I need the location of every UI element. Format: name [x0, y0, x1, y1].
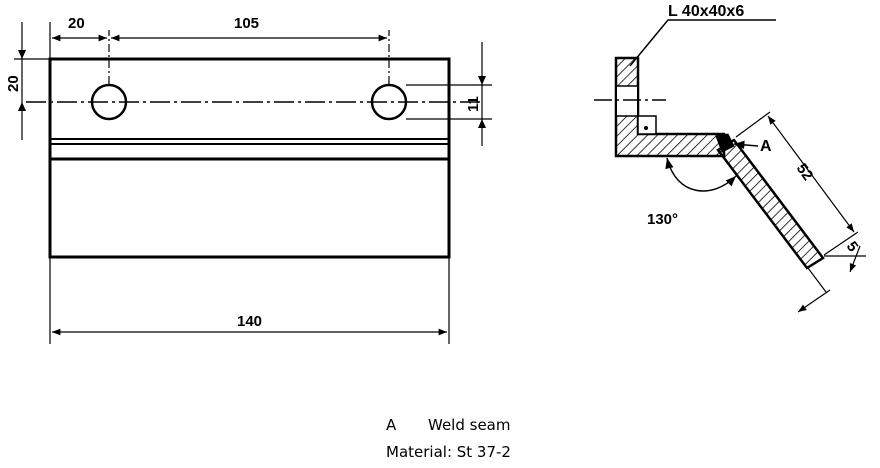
- dim-plate-length: 52: [793, 160, 817, 183]
- profile-label-leader: [629, 19, 776, 67]
- profile-label: L 40x40x6: [668, 3, 744, 20]
- dim-top-height: 20: [5, 75, 22, 92]
- side-view: [594, 19, 866, 313]
- legend-material-text: Material: St 37-2: [386, 443, 511, 461]
- legend-material: Material: St 37-2: [386, 443, 511, 461]
- angle-label: 130°: [647, 211, 678, 228]
- legend-weld-key: A: [386, 416, 397, 434]
- angle-profile: [614, 56, 726, 158]
- dim-hole-offset: 20: [68, 15, 85, 32]
- front-view: [14, 22, 492, 344]
- dim-line-plate-length: [767, 115, 855, 233]
- angle-arc: [665, 157, 737, 192]
- dim-line-plate-thickness: [797, 289, 831, 313]
- weld-marker: A: [760, 138, 772, 155]
- inclined-plate: [716, 138, 825, 270]
- legend-weld-text: Weld seam: [428, 416, 511, 434]
- dim-hole-spacing: 105: [234, 15, 259, 32]
- legend-weld-row: A Weld seam: [386, 416, 511, 434]
- dim-overall-length: 140: [237, 313, 262, 330]
- dim-hole-dia: 11: [465, 96, 482, 112]
